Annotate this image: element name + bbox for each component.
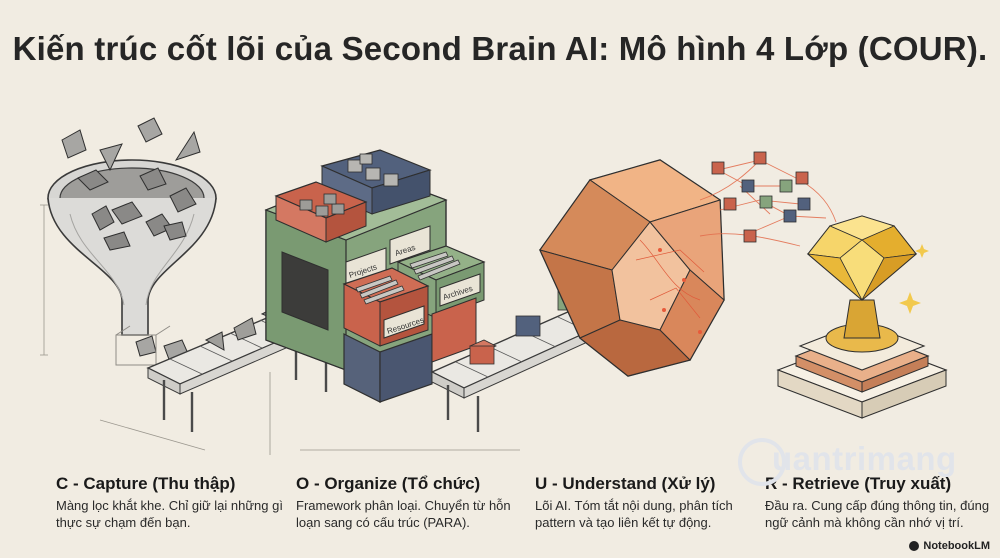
step-capture-title: C - Capture (Thu thập) — [56, 474, 236, 493]
step-organize-desc: Framework phân loại. Chuyển từ hỗn loạn … — [296, 498, 511, 530]
understand-core — [539, 159, 725, 377]
watermark-text: uantrimang — [772, 440, 957, 477]
retrieve-gem — [776, 215, 948, 419]
watermark: uantrimang — [738, 436, 958, 492]
notebooklm-logo-icon — [909, 541, 920, 551]
capture-funnel — [47, 117, 217, 366]
step-understand-title: U - Understand (Xử lý) — [535, 474, 716, 493]
watermark-ring-icon — [738, 438, 786, 486]
knowledge-network — [699, 151, 837, 247]
notebooklm-badge: NotebookLM — [909, 540, 990, 552]
notebooklm-label: NotebookLM — [923, 540, 990, 552]
step-retrieve-title: R - Retrieve (Truy xuất) — [765, 474, 952, 493]
page-title: Kiến trúc cốt lõi của Second Brain AI: M… — [12, 30, 988, 67]
step-understand-desc: Lõi AI. Tóm tắt nội dung, phân tích patt… — [535, 498, 733, 530]
step-capture-desc: Màng lọc khắt khe. Chỉ giữ lại những gì … — [56, 498, 283, 530]
step-retrieve-desc: Đầu ra. Cung cấp đúng thông tin, đúng ng… — [765, 498, 990, 530]
step-organize-title: O - Organize (Tổ chức) — [296, 474, 481, 493]
organize-cabinet — [264, 149, 486, 403]
guide-lines — [40, 204, 520, 455]
